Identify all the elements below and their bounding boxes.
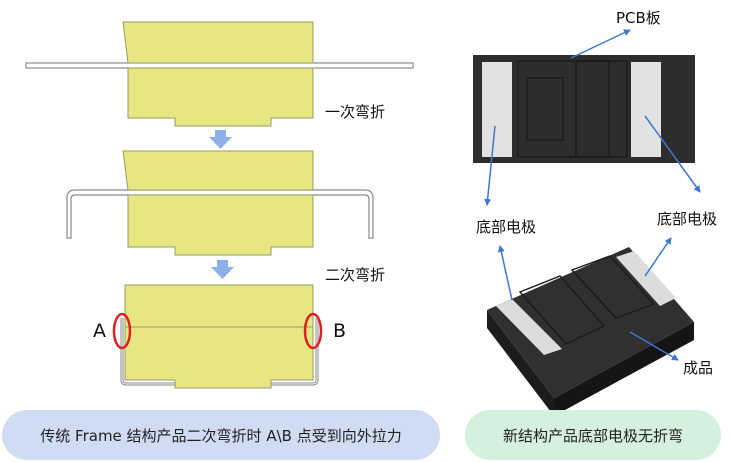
- electrode-right-label: 底部电极: [657, 210, 718, 228]
- caption-left: 传统 Frame 结构产品二次弯折时 A\B 点受到向外拉力: [2, 410, 440, 460]
- stage2-body: [122, 150, 314, 256]
- caption-right: 新结构产品底部电极无折弯: [465, 410, 721, 460]
- electrode-right-pad: [631, 62, 661, 157]
- product-label: 成品: [683, 359, 714, 377]
- product-pointer-arrow: [629, 331, 679, 361]
- stage1-component: [25, 21, 414, 127]
- stage3-body: [124, 284, 314, 389]
- stage2-component: [66, 150, 374, 256]
- product-electrode-right-arrow: [644, 237, 672, 277]
- point-a-highlight: [112, 312, 132, 350]
- electrode-left-pointer-arrow: [484, 125, 496, 206]
- electrode-left-label: 底部电极: [476, 218, 537, 236]
- electrode-right-pointer-arrow: [644, 115, 701, 193]
- step-arrow-1: [209, 130, 232, 149]
- product-electrode-left: [496, 299, 562, 355]
- step2-label: 二次弯折: [325, 266, 386, 284]
- product-electrode-right: [616, 251, 676, 306]
- pcb-top-view: [473, 55, 695, 163]
- stage1-lead-frame: [25, 62, 414, 69]
- stage2-lead-frame: [66, 189, 374, 239]
- stage3-component: [112, 284, 323, 389]
- electrode-left-pad: [482, 62, 512, 157]
- point-b-label: B: [333, 320, 347, 342]
- pcb-label: PCB板: [616, 9, 661, 27]
- point-b-highlight: [303, 312, 323, 350]
- stage1-body: [122, 21, 314, 127]
- finished-product: [487, 247, 694, 416]
- pcb-pointer-arrow: [570, 29, 631, 59]
- product-electrode-left-arrow: [497, 245, 513, 301]
- product-side-face: [554, 322, 694, 416]
- product-front-face: [487, 310, 554, 416]
- step-arrow-2: [211, 260, 234, 279]
- point-a-label: A: [93, 320, 106, 342]
- step1-label: 一次弯折: [325, 103, 386, 121]
